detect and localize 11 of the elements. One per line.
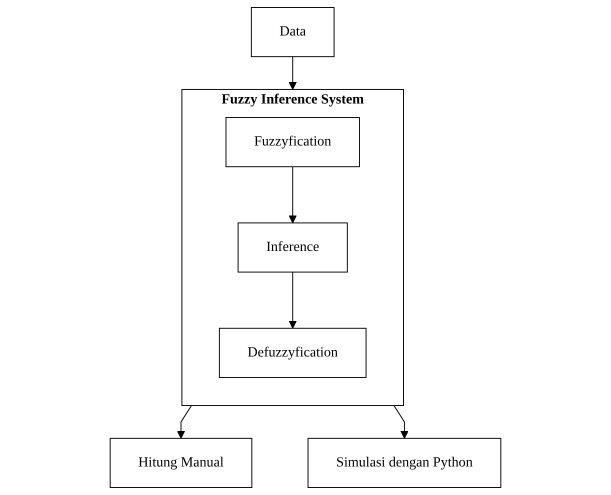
node-box: Hitung Manual (110, 438, 252, 488)
node-box: Fuzzyfication (226, 117, 360, 168)
arrow (393, 405, 409, 439)
arrow (288, 166, 297, 224)
node-box: Inference (238, 222, 348, 273)
node-box: Simulasi dengan Python (308, 438, 502, 488)
node-box: Defuzzyfication (218, 328, 367, 378)
arrow (288, 272, 297, 329)
arrow (176, 405, 192, 439)
node-box: Data (250, 7, 335, 58)
arrow (288, 56, 297, 90)
